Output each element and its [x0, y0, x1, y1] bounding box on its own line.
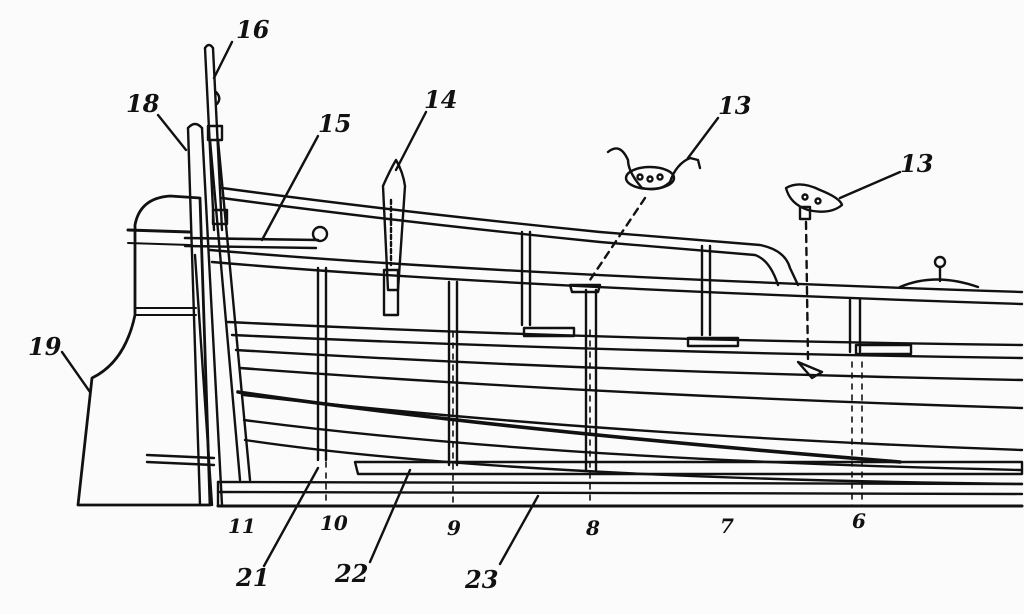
- oarlock-socket: [568, 283, 602, 294]
- stern-crossbar: [145, 453, 216, 460]
- sternpost-lower: [193, 253, 214, 507]
- station-11: 11: [228, 514, 256, 538]
- oarlock-loose-upper-body: [624, 165, 676, 191]
- leader-13b: [838, 170, 902, 200]
- leader-15: [260, 134, 320, 242]
- oarlock-right-hole-1: [801, 193, 809, 201]
- sheerstrake-bottom: [210, 260, 1024, 306]
- gunwale-rail-lower: [220, 196, 780, 287]
- strake-2: [230, 333, 1024, 360]
- flagstaff-clamp-upper: [206, 124, 224, 142]
- oarlock-hole-3: [656, 173, 664, 181]
- sternpost-back2: [216, 138, 252, 482]
- leader-18: [156, 113, 188, 152]
- stern-block-band-top2: [127, 242, 191, 246]
- callout-16: 16: [236, 15, 270, 44]
- station-8: 8: [585, 516, 600, 540]
- strake-3: [234, 348, 1024, 382]
- keel-mid: [216, 490, 1024, 496]
- tiller-lower: [183, 244, 318, 250]
- strake-6: [242, 418, 1024, 472]
- leader-13a: [686, 116, 720, 160]
- callout-13-upper: 13: [718, 91, 751, 120]
- oarlock-loose-right: [784, 183, 844, 213]
- flagstaff-clamp-lower: [211, 208, 229, 226]
- sternpost-cap: [186, 122, 204, 130]
- oarlock-post-base: [382, 268, 400, 317]
- bottom-board: [353, 460, 1024, 476]
- oarlock-post: [381, 158, 407, 292]
- oarlock-upper-leader: [588, 196, 647, 282]
- stern-block-band-top: [126, 228, 192, 234]
- oarlock-right-leader: [804, 220, 810, 362]
- deck-fitting: [898, 278, 980, 289]
- oarlock-hole-1: [636, 173, 644, 181]
- leader-21: [262, 466, 320, 568]
- callout-23: 23: [464, 565, 498, 594]
- callout-22: 22: [334, 559, 368, 588]
- thwart-end-3: [854, 343, 913, 356]
- station-9: 9: [447, 516, 461, 540]
- callout-15: 15: [318, 109, 351, 138]
- callout-19: 19: [28, 332, 62, 361]
- oarlock-right-stem: [798, 205, 812, 221]
- leader-19: [60, 350, 92, 394]
- stern-crossbar2: [145, 460, 216, 467]
- strake-4: [238, 366, 1024, 410]
- sternpost-outer: [186, 126, 202, 507]
- flagstaff-shackle: [214, 90, 221, 106]
- oarlock-right-hole-2: [814, 197, 822, 205]
- flagstaff-top: [203, 43, 215, 50]
- leader-23: [498, 494, 540, 566]
- sheerstrake-top: [208, 248, 1024, 294]
- station-10: 10: [320, 511, 348, 535]
- tiller: [183, 236, 320, 242]
- strake-heavy: [236, 390, 902, 464]
- oarlock-right-fitting: [796, 360, 824, 380]
- keel-top: [216, 480, 1024, 486]
- stern-block: [76, 194, 212, 507]
- callout-14: 14: [424, 85, 457, 114]
- leader-16: [212, 40, 234, 80]
- garboard: [243, 438, 1024, 486]
- station-7: 7: [720, 514, 734, 538]
- sternpost-back1: [208, 138, 242, 482]
- tiller-knob: [311, 225, 329, 243]
- leader-14: [394, 110, 428, 172]
- oarlock-hole-2: [646, 175, 654, 183]
- oarlock-loose-upper: [606, 147, 702, 191]
- callout-13-right: 13: [900, 149, 933, 178]
- thwart-end-2: [686, 336, 740, 348]
- sternpost-inner: [200, 126, 224, 507]
- callout-18: 18: [126, 89, 160, 118]
- strake-1: [226, 320, 1024, 347]
- deck-fitting-knob: [933, 255, 947, 269]
- gunwale-rail-upper: [220, 186, 800, 287]
- leader-22: [368, 468, 412, 564]
- callout-21: 21: [235, 563, 269, 592]
- station-6: 6: [852, 509, 866, 533]
